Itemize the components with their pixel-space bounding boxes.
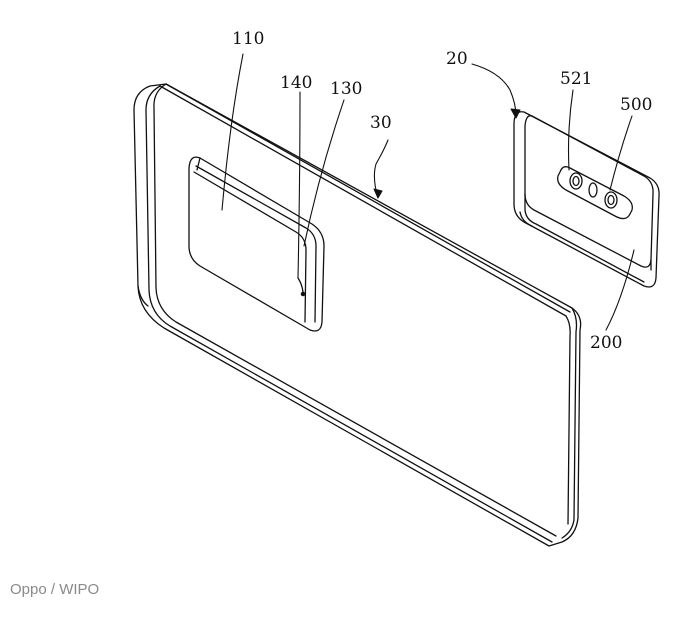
label-140: 140 xyxy=(280,73,312,93)
arrow-20 xyxy=(510,108,521,119)
label-521: 521 xyxy=(560,69,592,89)
camera-module-110 xyxy=(188,156,325,332)
camera-unit-200 xyxy=(513,111,660,288)
label-30: 30 xyxy=(370,113,392,133)
label-130: 130 xyxy=(330,79,362,99)
image-credit: Oppo / WIPO xyxy=(10,581,100,598)
label-500: 500 xyxy=(620,95,652,115)
arrow-30 xyxy=(373,188,383,199)
phone-body xyxy=(133,83,582,547)
label-200: 200 xyxy=(590,333,622,353)
label-110: 110 xyxy=(232,29,264,49)
label-20: 20 xyxy=(446,49,468,69)
leader-lines xyxy=(221,53,635,331)
